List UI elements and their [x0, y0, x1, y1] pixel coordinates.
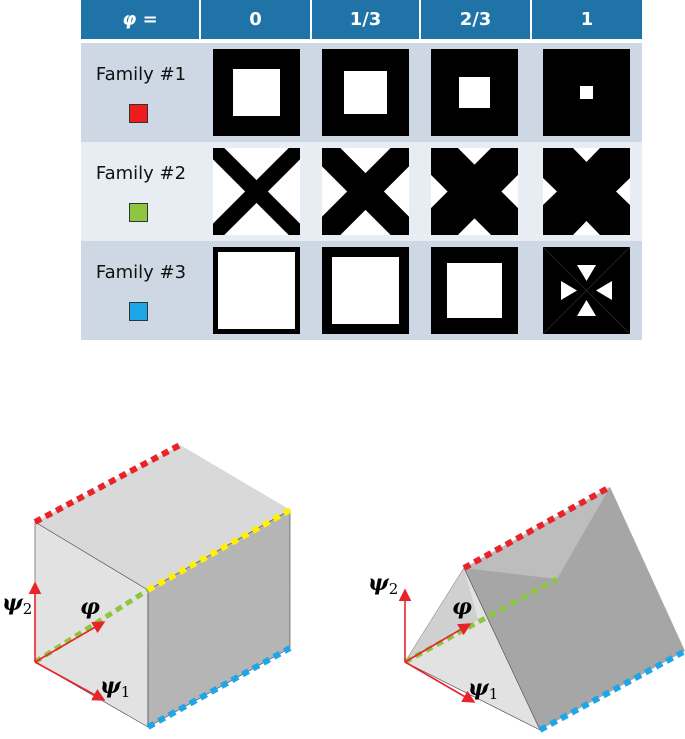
- family-3-label: Family #3: [95, 262, 187, 283]
- psi1-label: ψ1: [468, 675, 498, 703]
- family-1-phi-1-cell: [543, 49, 630, 136]
- prism-blue-edge: [538, 648, 685, 733]
- family-2-phi-0-cell: [213, 148, 300, 235]
- phi-label: φ: [452, 594, 472, 620]
- psi2-label: ψ2: [2, 590, 32, 618]
- psi1-axis-arrow: [34, 661, 106, 701]
- header-col-0: 0: [201, 0, 310, 39]
- header-phi: φ =: [81, 0, 199, 39]
- family-1-phi-2-3-cell: [431, 49, 518, 136]
- family-3-swatch: [129, 302, 148, 321]
- psi1-axis-arrow: [404, 661, 476, 703]
- cube-top-face: [35, 445, 290, 590]
- psi1-label: ψ1: [100, 673, 130, 701]
- phi-axis-arrow: [404, 623, 472, 663]
- family-3-phi-0-cell: [213, 247, 300, 334]
- psi2-label: ψ2: [368, 570, 398, 598]
- cube-blue-edge: [146, 645, 292, 730]
- cube-red-edge: [33, 442, 182, 525]
- header-col-1: 1: [532, 0, 642, 39]
- family-2-phi-1-3-cell: [322, 148, 409, 235]
- phi-label: φ: [80, 594, 100, 620]
- cube-yellow-edge: [146, 507, 292, 593]
- family-1-label: Family #1: [95, 64, 187, 85]
- family-2-label: Family #2: [95, 163, 187, 184]
- family-1-swatch: [129, 104, 148, 123]
- family-1-phi-1-3-cell: [322, 49, 409, 136]
- phi-axis-arrow: [34, 621, 106, 663]
- unit-cell-table: φ = 0 1/3 2/3 1 Family #1 Family #2 Fami…: [81, 0, 642, 340]
- cube-design-space: ψ2 φ ψ1: [2, 442, 292, 730]
- family-2-phi-2-3-cell: [431, 148, 518, 235]
- family-1-phi-0-cell: [213, 49, 300, 136]
- prism-side-face: [405, 568, 478, 662]
- family-2-swatch: [129, 203, 148, 222]
- prism-green-diagonal: [403, 576, 559, 665]
- prism-design-space: ψ2 φ ψ1: [368, 484, 685, 733]
- prism-red-edge: [462, 484, 612, 571]
- family-3-phi-1-cell: [543, 247, 630, 334]
- family-2-phi-1-cell: [543, 148, 630, 235]
- family-3-phi-2-3-cell: [431, 247, 518, 334]
- header-col-1-3: 1/3: [312, 0, 419, 39]
- family-3-phi-1-3-cell: [322, 247, 409, 334]
- header-col-2-3: 2/3: [421, 0, 530, 39]
